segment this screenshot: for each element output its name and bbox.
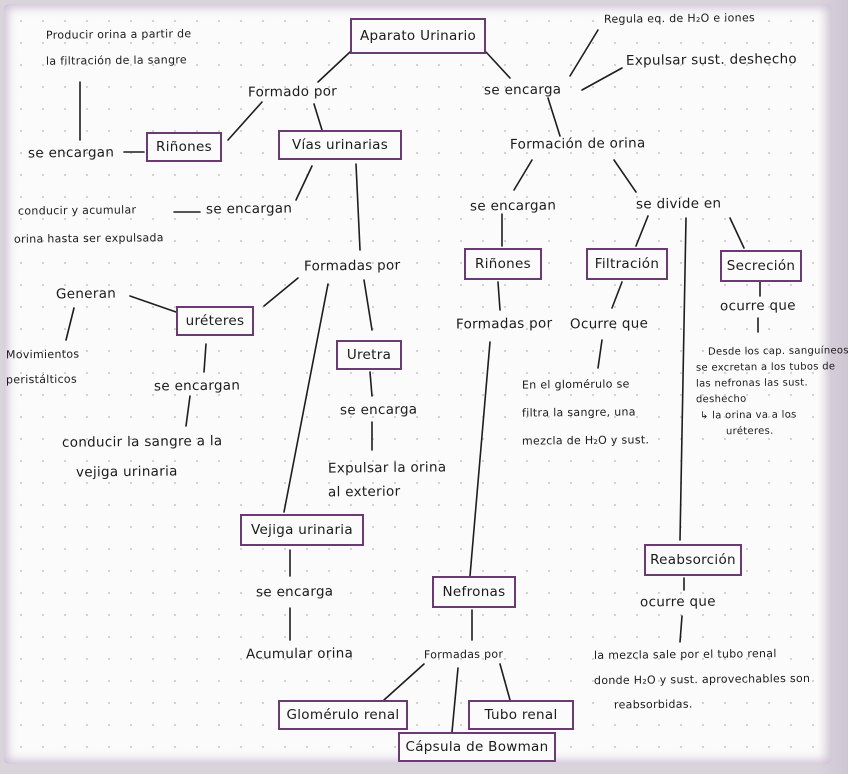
node-vejiga-urinaria: Vejiga urinaria — [240, 514, 364, 546]
text-secrecion-line5: ↳ la orina va a los — [699, 409, 797, 422]
label-formadas-por-nefronas: Formadas por — [423, 647, 504, 662]
line-ocurre-filt-text — [597, 339, 603, 369]
node-glomerulo-renal: Glomérulo renal — [278, 700, 408, 730]
text-secrecion-line2: se excretan a los tubos de — [695, 361, 836, 374]
text-secrecion-line6: uréteres. — [725, 425, 774, 438]
label-formado-por: Formado por — [247, 83, 338, 101]
label-se-encargan-rinones: se encargan — [27, 144, 115, 162]
line-filtracion-ocurre — [611, 281, 623, 309]
line-aparato-encarga — [485, 51, 511, 79]
line-formadas-capsula — [451, 667, 459, 733]
label-se-encargan-ureteres: se encargan — [153, 377, 241, 395]
text-expulsar-orina-line1: Expulsar la orina — [327, 459, 447, 477]
line-formadas-uretra — [363, 279, 373, 331]
label-formadas-por-rinones: Formadas por — [455, 315, 553, 333]
label-se-encarga-top: se encarga — [483, 81, 562, 99]
line-ureteres-encargan — [203, 343, 207, 373]
text-secrecion-line1: Desde los cap. sanguíneos — [707, 345, 848, 358]
line-generan-mov — [65, 307, 75, 341]
label-se-encargan-vias: se encargan — [205, 200, 293, 218]
text-conducir-line1: conducir y acumular — [17, 203, 137, 218]
node-secrecion: Secreción — [720, 250, 802, 282]
text-reabsorcion-line3: reabsorbidas. — [613, 697, 693, 712]
line-formadas-vejiga — [283, 283, 329, 513]
line-divide-filtracion — [635, 215, 649, 247]
label-se-encargan-formacion: se encargan — [469, 197, 557, 215]
line-encarga-expulsar — [581, 67, 623, 91]
node-nefronas: Nefronas — [432, 576, 516, 608]
line-uretra-encarga — [369, 371, 373, 397]
node-capsula-de-bowman: Cápsula de Bowman — [398, 732, 556, 762]
line-encargan-conducir — [185, 395, 191, 427]
line-formacion-divide — [613, 159, 637, 193]
line-formado-vias — [313, 103, 323, 131]
node-rinones-mid: Riñones — [464, 248, 542, 280]
text-filtracion-line2: filtra la sangre, una — [521, 405, 636, 420]
line-formadas-nefronas — [469, 341, 491, 577]
text-secrecion-line3: las nefronas las sust. — [695, 377, 808, 390]
text-conducir-line2: orina hasta ser expulsada — [13, 231, 164, 246]
node-reabsorcion: Reabsorción — [644, 544, 742, 576]
text-filtracion-line1: En el glomérulo se — [521, 377, 630, 392]
label-formadas-por-vias: Formadas por — [303, 257, 401, 275]
line-ocurre-reab-text — [679, 615, 683, 643]
line-formado-rinones — [227, 101, 263, 141]
node-filtracion: Filtración — [586, 248, 668, 280]
line-rinones-formadas — [497, 281, 501, 311]
line-vias-encargan — [295, 165, 313, 201]
text-producir-line2: la filtración de la sangre — [45, 53, 188, 68]
node-aparato-urinario: Aparato Urinario — [350, 18, 486, 54]
text-reabsorcion-line1: la mezcla sale por el tubo renal — [593, 647, 777, 662]
text-producir-line1: Producir orina a partir de — [45, 27, 192, 42]
label-se-encarga-uretra: se encarga — [339, 401, 418, 419]
page-edge-shadow — [818, 0, 848, 774]
line-encarga-regula — [569, 29, 599, 77]
line-aparato-formado — [317, 51, 351, 83]
label-generan: Generan — [55, 285, 117, 303]
text-secrecion-line4: deshecho — [695, 393, 747, 406]
label-ocurre-que-filtracion: Ocurre que — [569, 315, 649, 333]
line-vias-formadas — [355, 163, 361, 251]
line-formadas-ureteres — [263, 277, 299, 307]
node-vias-urinarias: Vías urinarias — [278, 130, 402, 160]
text-acumular-orina: Acumular orina — [245, 645, 354, 663]
text-movimientos-line2: peristálticos — [5, 372, 78, 387]
label-se-encarga-vejiga: se encarga — [255, 583, 334, 601]
text-conducir-sangre-line1: conducir la sangre a la — [61, 433, 223, 451]
line-formadas-glomerulo — [383, 663, 425, 701]
text-reabsorcion-line2: donde H₂O y sust. aprovechables son — [593, 671, 811, 688]
line-formadas-tubo — [499, 663, 511, 701]
text-regula: Regula eq. de H₂O e iones — [603, 11, 756, 26]
label-ocurre-que-secrecion: ocurre que — [719, 297, 796, 315]
text-movimientos-line1: Movimientos — [5, 347, 80, 362]
notebook-page — [4, 4, 832, 764]
node-uretra: Uretra — [336, 340, 402, 370]
label-formacion-de-orina: Formación de orina — [509, 135, 646, 153]
node-rinones-left: Riñones — [146, 132, 222, 162]
line-divide-reabsorcion — [679, 217, 687, 541]
line-encarga-formacion — [547, 97, 561, 137]
text-filtracion-line3: mezcla de H₂O y sust. — [521, 433, 650, 448]
text-expulsar-desecho: Expulsar sust. deshecho — [625, 51, 798, 69]
label-ocurre-que-reabsorcion: ocurre que — [639, 593, 716, 611]
node-tubo-renal: Tubo renal — [468, 700, 574, 730]
text-expulsar-orina-line2: al exterior — [327, 483, 401, 501]
label-se-divide-en: se divide en — [635, 195, 722, 213]
line-divide-secrecion — [729, 217, 745, 249]
line-generan-ureteres — [129, 295, 177, 313]
node-ureteres: uréteres — [176, 306, 254, 336]
text-conducir-sangre-line2: vejiga urinaria — [75, 463, 178, 481]
line-formacion-encargan — [513, 159, 533, 191]
